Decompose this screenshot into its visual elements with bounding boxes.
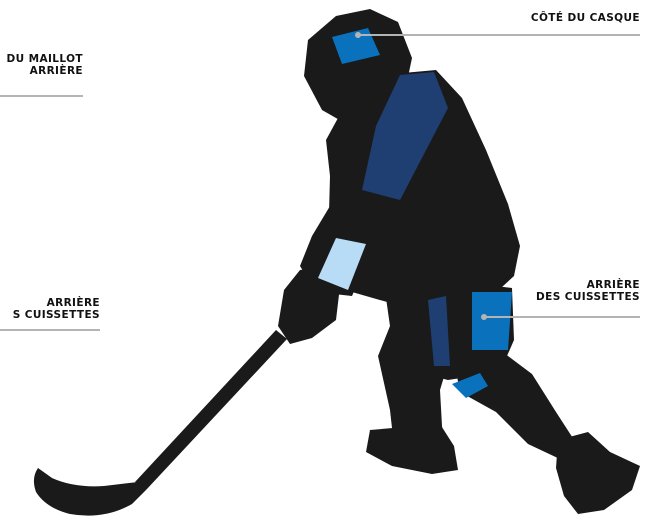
label-helmet-side-text: CÔTÉ DU CASQUE bbox=[531, 12, 640, 24]
label-shorts-back-right-line2: DES CUISSETTES bbox=[536, 291, 640, 303]
label-jersey-back-line1: DU MAILLOT bbox=[0, 53, 83, 65]
stick-shaft bbox=[135, 330, 287, 490]
stick-blade bbox=[34, 468, 146, 516]
leader-jersey-back bbox=[0, 95, 83, 97]
label-shorts-back-right: ARRIÈRE DES CUISSETTES bbox=[536, 279, 640, 303]
label-shorts-back-left: ARRIÈRE S CUISSETTES bbox=[0, 297, 100, 321]
label-shorts-back-left-line2: S CUISSETTES bbox=[0, 309, 100, 321]
hockey-stick bbox=[34, 330, 287, 516]
label-jersey-back: DU MAILLOT ARRIÈRE bbox=[0, 53, 83, 77]
label-jersey-back-line2: ARRIÈRE bbox=[0, 65, 83, 77]
back-skate bbox=[556, 432, 640, 514]
label-shorts-back-right-line1: ARRIÈRE bbox=[536, 279, 640, 291]
leader-shorts-back-left bbox=[0, 329, 100, 331]
shorts-back-right-patch bbox=[472, 292, 512, 350]
label-helmet-side: CÔTÉ DU CASQUE bbox=[531, 12, 640, 24]
front-skate bbox=[366, 424, 458, 474]
label-shorts-back-left-line1: ARRIÈRE bbox=[0, 297, 100, 309]
